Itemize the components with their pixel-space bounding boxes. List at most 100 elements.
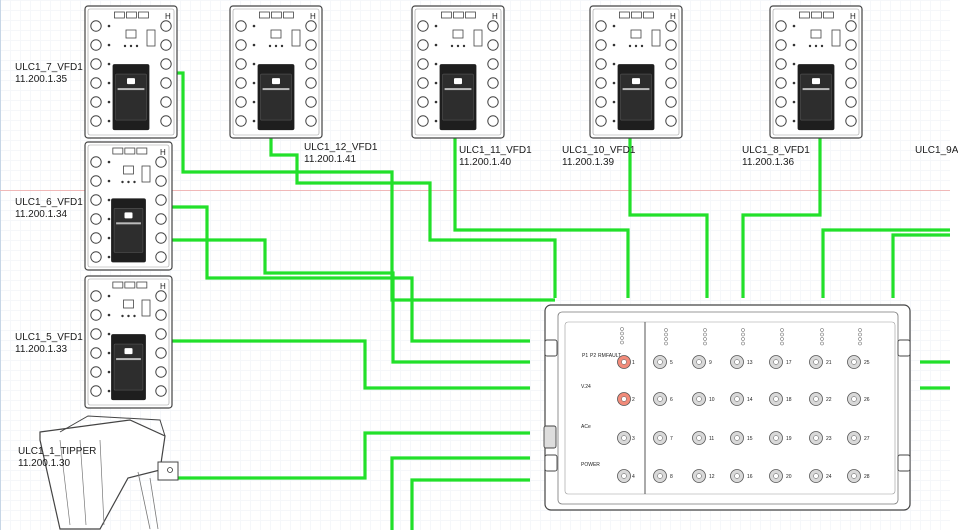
device-ip: 11.200.1.40 [459, 157, 512, 168]
io-dot [792, 119, 796, 123]
vfd-unit-vfd6[interactable]: H [84, 141, 173, 271]
switch-port-center [696, 473, 702, 479]
h-mark: H [165, 12, 171, 21]
terminal-dot [121, 314, 124, 318]
io-port-left [90, 39, 102, 51]
selector-switch [651, 29, 661, 47]
io-port-left [775, 77, 787, 89]
status-led [620, 327, 624, 331]
switch-port-center [696, 435, 702, 441]
switch-port-number: 4 [632, 474, 635, 480]
io-dot [252, 62, 256, 66]
terminal-dot [268, 44, 272, 48]
io-dot [107, 351, 111, 355]
io-dot [107, 255, 111, 259]
switch-port-center [657, 473, 663, 479]
port-led [780, 328, 784, 332]
io-port-left [90, 58, 102, 70]
vfd-brand-strip [444, 88, 472, 91]
switch-port-number: 15 [747, 436, 753, 442]
vfd-unit-vfd5[interactable]: H [84, 275, 173, 409]
io-dot [252, 81, 256, 85]
io-port-left [90, 385, 102, 397]
io-port-right [845, 77, 857, 89]
link-line-4 [741, 138, 822, 298]
vfd-brand-strip [802, 88, 830, 91]
io-port-left [90, 96, 102, 108]
io-port-right [155, 251, 167, 263]
switch-port-center [773, 435, 779, 441]
io-dot [434, 62, 438, 66]
link-line-5 [821, 228, 950, 298]
device-ip: 11.200.1.36 [742, 157, 795, 168]
vfd-unit-vfd12[interactable]: H [229, 5, 323, 139]
switch-port-number: 17 [786, 360, 792, 366]
io-port-right [155, 347, 167, 359]
io-port-left [595, 58, 607, 70]
device-name: ULC1_1_TIPPER [18, 446, 97, 457]
switch-port-center [734, 359, 740, 365]
io-port-right [305, 20, 317, 32]
io-port-right [305, 39, 317, 51]
io-port-right [160, 96, 172, 108]
vfd-brand-strip [116, 222, 141, 225]
io-port-left [595, 20, 607, 32]
switch-port-number: 5 [670, 360, 673, 366]
io-dot [107, 198, 111, 202]
vfd-unit-vfd10[interactable]: H [589, 5, 683, 139]
vfd-unit-vfd11[interactable]: H [411, 5, 505, 139]
io-port-left [417, 77, 429, 89]
terminal-dot [450, 44, 454, 48]
top-connector [259, 11, 270, 19]
vfd-unit-vfd7[interactable]: H [84, 5, 178, 139]
io-port-right [487, 20, 499, 32]
small-terminal [630, 29, 642, 39]
small-terminal [125, 29, 137, 39]
port-led [741, 341, 745, 346]
terminal-dot [456, 44, 460, 48]
switch-port-center [851, 435, 857, 441]
io-dot [107, 370, 111, 374]
port-led [703, 341, 707, 346]
top-connector [619, 11, 630, 19]
link-line-0 [175, 71, 555, 302]
link-line-3 [628, 138, 709, 298]
io-port-right [665, 58, 677, 70]
io-port-left [417, 96, 429, 108]
device-ip: 11.200.1.39 [562, 157, 615, 168]
vfd-inner-frame [772, 8, 860, 136]
device-name: ULC1_10_VFD1 [562, 145, 636, 156]
small-terminal [452, 29, 464, 39]
io-port-right [487, 58, 499, 70]
switch-port-number: 7 [670, 436, 673, 442]
horizontal-guide [0, 190, 950, 191]
vfd-unit-vfd8[interactable]: H [769, 5, 863, 139]
terminal-dot [133, 180, 136, 184]
port-led [664, 341, 668, 346]
small-terminal [270, 29, 282, 39]
io-port-left [417, 115, 429, 127]
port-led [858, 332, 862, 337]
io-port-right [487, 39, 499, 51]
io-port-left [90, 20, 102, 32]
switch-port-number: 8 [670, 474, 673, 480]
io-port-left [90, 213, 102, 225]
io-port-right [305, 96, 317, 108]
vfd-inner-frame [87, 144, 170, 268]
port-led [664, 332, 668, 337]
port-led [703, 328, 707, 332]
io-port-left [595, 115, 607, 127]
switch-port-center [813, 359, 819, 365]
vfd-face-panel [800, 73, 832, 121]
device-ip: 11.200.1.30 [18, 458, 71, 469]
switch-port-number: 6 [670, 397, 673, 403]
io-port-left [90, 156, 102, 168]
io-port-right [845, 115, 857, 127]
switch-port-number: 9 [709, 360, 712, 366]
io-port-right [160, 77, 172, 89]
terminal-dot [121, 180, 124, 184]
io-dot [434, 24, 438, 28]
link-line-6 [891, 233, 950, 298]
